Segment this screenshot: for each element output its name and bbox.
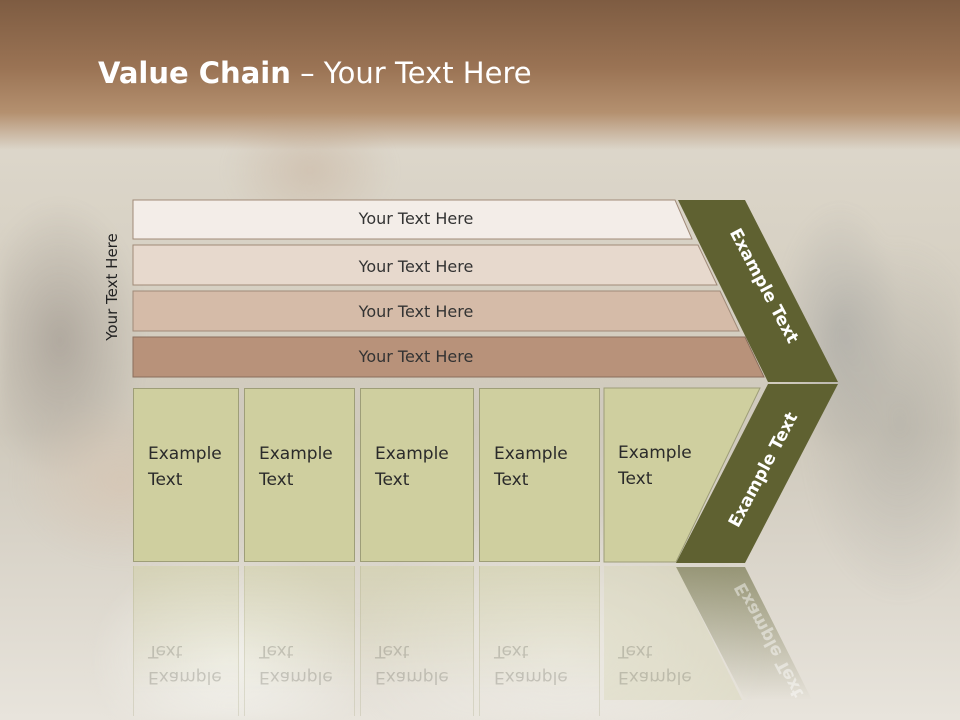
activity-box-5-label: Example Text <box>618 443 692 489</box>
bar-2-label: Your Text Here <box>358 257 474 276</box>
bar-1 <box>132 199 693 240</box>
activity-box-2-label: Example Text <box>259 444 333 490</box>
activity-box-4-label: Example Text <box>494 444 568 490</box>
bar-3 <box>132 290 740 332</box>
chevron-upper <box>678 200 838 382</box>
title-rest: – Your Text Here <box>290 56 532 90</box>
bar-2 <box>132 244 718 286</box>
activity-box-1: Example Text <box>133 388 239 562</box>
activity-box-5-reflection: Example Text <box>604 566 692 716</box>
chevron-lower <box>676 384 838 563</box>
bar-4-label: Your Text Here <box>358 347 474 366</box>
box-5-reflection <box>604 566 742 700</box>
chevron-reflection <box>676 567 812 700</box>
activity-box-3-label: Example Text <box>375 444 449 490</box>
activity-box-4: Example Text <box>479 388 600 562</box>
activity-box-3: Example Text <box>360 388 474 562</box>
activity-box-4-reflection: Example Text <box>479 566 600 716</box>
activity-box-2-reflection: Example Text <box>244 566 355 716</box>
activity-box-2-reflection-text: Example Text <box>259 641 333 687</box>
activity-box-2: Example Text <box>244 388 355 562</box>
activity-box-1-reflection: Example Text <box>133 566 239 716</box>
bar-1-label: Your Text Here <box>358 209 474 228</box>
activity-box-1-reflection-text: Example Text <box>148 641 222 687</box>
title-band <box>0 0 960 150</box>
title-bold: Value Chain <box>98 56 291 90</box>
activity-box-1-label: Example Text <box>148 444 222 490</box>
slide-title: Value Chain – Your Text Here <box>98 56 532 90</box>
activity-box-5-reflection-text: Example Text <box>618 641 692 687</box>
activity-box-4-reflection-text: Example Text <box>494 641 568 687</box>
box-5-shape <box>603 387 761 563</box>
bar-4 <box>132 336 765 378</box>
activity-box-3-reflection: Example Text <box>360 566 474 716</box>
bar-3-label: Your Text Here <box>358 302 474 321</box>
activity-box-3-reflection-text: Example Text <box>375 641 449 687</box>
